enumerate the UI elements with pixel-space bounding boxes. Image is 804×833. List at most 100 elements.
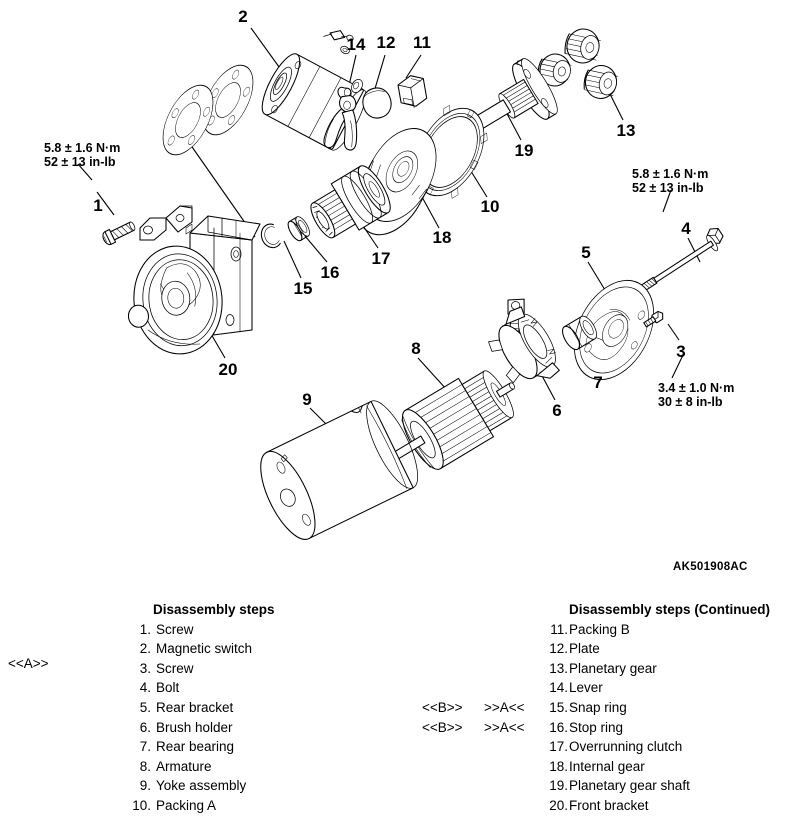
part-planetary-gear-shaft	[446, 58, 558, 145]
exploded-view-diagram: 2 14 12 11 13 19 10 18 17 16 15 1 20 4 5…	[44, 7, 748, 573]
step-label: Planetary gear	[569, 660, 657, 676]
step-label: Screw	[156, 660, 194, 676]
part-snap-ring	[260, 223, 281, 249]
torque-3-nm: 3.4 ± 1.0 N·m	[658, 381, 734, 395]
part-packing-b	[397, 75, 428, 108]
step-label: Brush holder	[156, 719, 233, 735]
step-number: 18.	[549, 758, 568, 774]
marker-a-left: <<A>>	[8, 656, 49, 671]
step-row: 8. Armature	[0, 757, 402, 777]
step-number: 6.	[139, 719, 151, 735]
disassembly-steps-right-column: Disassembly steps (Continued) 11. Packin…	[402, 600, 804, 816]
part-lever	[323, 86, 358, 151]
step-row: 10. Packing A	[0, 796, 402, 816]
step-label: Rear bearing	[156, 739, 235, 755]
step-row: 13. Planetary gear	[402, 659, 804, 679]
part-screw-3	[643, 310, 664, 328]
step-label: Yoke assembly	[156, 778, 247, 794]
marker-a-step-16: >>A<<	[484, 719, 525, 735]
step-label: Front bracket	[569, 797, 649, 813]
step-row: <<B>> >>A<< 15. Snap ring	[402, 698, 804, 718]
step-number: 13.	[549, 660, 568, 676]
callout-20: 20	[219, 360, 238, 379]
part-switch-flange-plates	[162, 64, 254, 156]
steps-left-title: Disassembly steps	[153, 602, 275, 617]
marker-b-step-15: <<B>>	[422, 699, 463, 715]
drawing-reference-code: AK501908AC	[673, 561, 748, 573]
step-label: Packing A	[156, 797, 217, 813]
callout-19: 19	[515, 141, 534, 160]
step-number: 3.	[139, 660, 151, 676]
callout-3: 3	[676, 342, 685, 361]
step-row: 1. Screw	[0, 620, 402, 640]
torque-spec-screw-1: 5.8 ± 1.6 N·m 52 ± 13 in-lb	[44, 141, 120, 169]
step-row: 5. Rear bracket	[0, 698, 402, 718]
step-row: 14. Lever	[402, 678, 804, 698]
part-plate	[362, 87, 392, 119]
callout-5: 5	[581, 243, 590, 262]
callout-1: 1	[93, 196, 102, 215]
torque-3-inlb: 30 ± 8 in-lb	[658, 395, 723, 409]
steps-right-title: Disassembly steps (Continued)	[569, 602, 771, 617]
step-number: 10.	[132, 797, 151, 813]
step-number: 11.	[550, 621, 568, 637]
step-label: Bolt	[156, 680, 180, 696]
step-number: 4.	[139, 680, 151, 696]
disassembly-steps-section: Disassembly steps <<A>> 1. Screw 2. Magn…	[0, 600, 804, 833]
torque-spec-screw-3: 3.4 ± 1.0 N·m 30 ± 8 in-lb	[658, 381, 734, 409]
part-overrunning-clutch	[310, 165, 391, 239]
step-number: 8.	[139, 758, 151, 774]
step-row: 12. Plate	[402, 639, 804, 659]
callout-12: 12	[377, 33, 396, 52]
marker-b-step-16: <<B>>	[422, 719, 463, 735]
part-screw-1	[102, 205, 193, 246]
part-stop-ring	[287, 216, 310, 242]
step-row: 11. Packing B	[402, 620, 804, 640]
step-number: 12.	[549, 641, 568, 657]
step-label: Overrunning clutch	[569, 739, 683, 755]
callout-4: 4	[681, 219, 691, 238]
step-number: 5.	[139, 699, 151, 715]
step-label: Plate	[569, 641, 600, 657]
callout-13: 13	[617, 121, 636, 140]
callout-14: 14	[347, 35, 366, 54]
step-label: Snap ring	[569, 699, 627, 715]
torque-1-nm: 5.8 ± 1.6 N·m	[44, 141, 120, 155]
torque-1-inlb: 52 ± 13 in-lb	[44, 155, 116, 169]
callout-8: 8	[411, 339, 420, 358]
part-front-bracket	[127, 215, 261, 355]
callout-2: 2	[238, 7, 247, 26]
torque-4-inlb: 52 ± 13 in-lb	[632, 181, 704, 195]
starter-exploded-illustration: 2 14 12 11 13 19 10 18 17 16 15 1 20 4 5…	[44, 7, 748, 573]
step-row: 17. Overrunning clutch	[402, 737, 804, 757]
step-label: Planetary gear shaft	[569, 778, 690, 794]
step-number: 19.	[549, 778, 568, 794]
step-row: 4. Bolt	[0, 678, 402, 698]
step-number: 14.	[549, 680, 568, 696]
torque-4-nm: 5.8 ± 1.6 N·m	[632, 167, 708, 181]
step-label: Screw	[156, 621, 194, 637]
step-label: Packing B	[569, 621, 630, 637]
step-row: <<B>> >>A<< 16. Stop ring	[402, 718, 804, 738]
step-number: 9.	[139, 778, 151, 794]
callout-9: 9	[302, 390, 311, 409]
step-number: 15.	[549, 699, 568, 715]
step-number: 7.	[139, 739, 151, 755]
callout-numbers: 2 14 12 11 13 19 10 18 17 16 15 1 20 4 5…	[93, 7, 691, 420]
callout-7: 7	[593, 373, 602, 392]
step-row: 7. Rear bearing	[0, 737, 402, 757]
marker-a-step-15: >>A<<	[484, 699, 525, 715]
part-planetary-gears	[537, 28, 618, 99]
step-row: 6. Brush holder	[0, 718, 402, 738]
step-number: 2.	[139, 641, 151, 657]
step-label: Rear bracket	[156, 699, 234, 715]
step-number: 20.	[549, 797, 568, 813]
callout-6: 6	[552, 401, 561, 420]
disassembly-steps-left-column: Disassembly steps <<A>> 1. Screw 2. Magn…	[0, 600, 402, 816]
callout-18: 18	[433, 228, 452, 247]
step-row: 3. Screw	[0, 659, 402, 679]
step-row: 20. Front bracket	[402, 796, 804, 816]
step-number: 1.	[139, 621, 151, 637]
callout-15: 15	[294, 279, 313, 298]
callout-17: 17	[372, 249, 391, 268]
